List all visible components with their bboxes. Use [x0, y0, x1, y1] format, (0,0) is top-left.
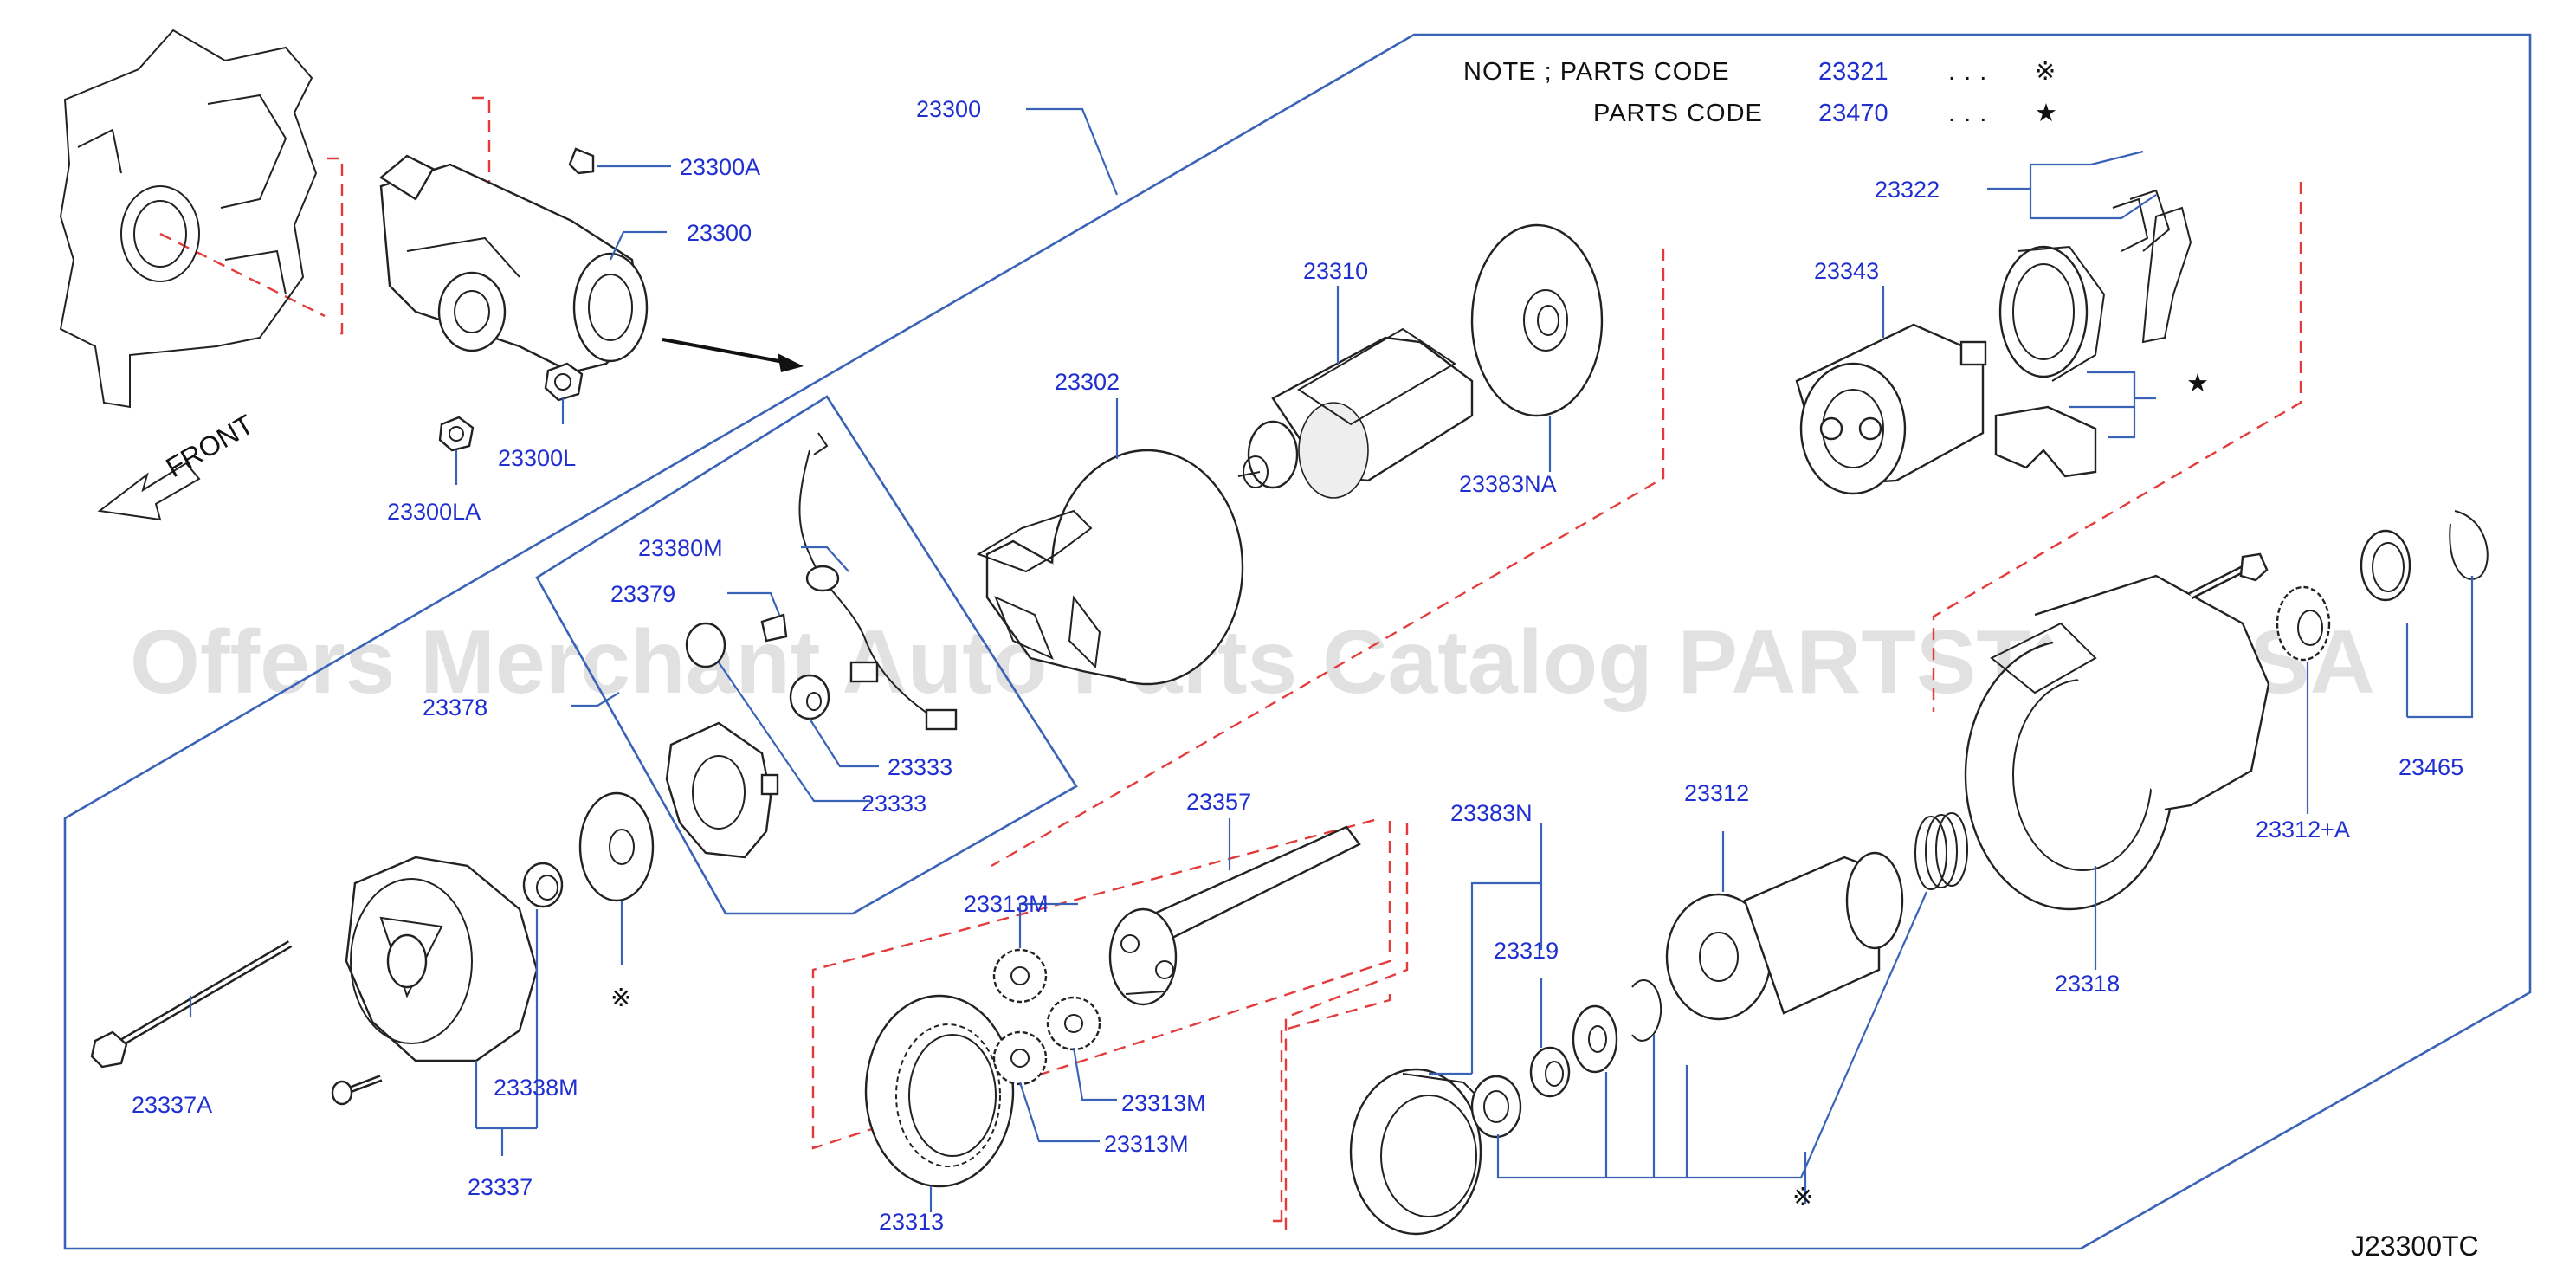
brush-holder-frame: [535, 395, 1078, 915]
rubber-block: [1994, 405, 2097, 478]
yoke-23302: [976, 449, 1244, 686]
label-23302[interactable]: 23302: [1055, 369, 1120, 395]
label-23313[interactable]: 23313: [879, 1209, 944, 1235]
lever-dash-frame: [1273, 1030, 1283, 1223]
label-23465[interactable]: 23465: [2398, 754, 2463, 780]
brush-springs-23333: [685, 622, 830, 720]
label-23313M-c[interactable]: 23313M: [1104, 1131, 1189, 1157]
label-23333-b[interactable]: 23333: [862, 791, 926, 817]
label-23357[interactable]: 23357: [1186, 789, 1251, 815]
planet-gear-mid: [1046, 996, 1101, 1051]
solenoid-23343: [1795, 323, 1987, 495]
brush-holder-plate: [665, 721, 779, 859]
label-23300A[interactable]: 23300A: [680, 154, 760, 180]
note-line1-code: 23321: [1818, 58, 1888, 86]
label-23300-mid[interactable]: 23300: [687, 220, 752, 246]
planet-gear-bottom: [992, 1030, 1048, 1086]
brush-spring-23379: [760, 613, 788, 642]
label-23337[interactable]: 23337: [468, 1174, 533, 1200]
label-23318[interactable]: 23318: [2055, 971, 2120, 997]
label-23313M-a[interactable]: 23313M: [964, 891, 1049, 917]
gear-dash-frame: [811, 817, 1391, 1150]
label-23312[interactable]: 23312: [1684, 780, 1749, 806]
bearing-23383N: [1349, 1068, 1490, 1236]
planet-gear-top: [992, 948, 1048, 1004]
nut-23300LA: [438, 416, 475, 452]
label-23300LA[interactable]: 23300LA: [387, 499, 481, 525]
install-direction-arrow: [662, 338, 784, 364]
solenoid-dash-frame: [1932, 182, 2302, 712]
thrust-washer-23319: [1572, 1004, 1618, 1074]
label-23378[interactable]: 23378: [423, 694, 487, 720]
star-mark-icon: ★: [2186, 370, 2210, 397]
note-line2-dots: . . .: [1948, 100, 1987, 127]
internal-gear-23313: [864, 994, 1015, 1188]
bushing-23338M: [522, 862, 564, 908]
label-23338M[interactable]: 23338M: [494, 1075, 578, 1101]
label-23337A[interactable]: 23337A: [132, 1092, 212, 1118]
bolt-23300A: [518, 123, 595, 175]
armature-dash-frame: [991, 249, 1665, 868]
washer-23383NA: [1470, 223, 1604, 417]
note-line1-prefix: NOTE ; PARTS CODE: [1463, 58, 1730, 86]
label-23322[interactable]: 23322: [1875, 177, 1940, 203]
brush-lead-wire: [798, 432, 958, 731]
engine-dash-a: [327, 157, 344, 335]
engine-dash-c: [159, 232, 326, 318]
plunger-boot: [1998, 245, 2106, 382]
star-code-icon: ★: [2035, 100, 2058, 127]
label-23312A[interactable]: 23312+A: [2256, 817, 2350, 843]
exploded-view-frame: [63, 33, 2532, 1250]
armature-23310: [1237, 327, 1474, 499]
label-23333-a[interactable]: 23333: [888, 754, 952, 780]
leader-lines: [189, 107, 2474, 1212]
diagram-code: J23300TC: [2351, 1230, 2479, 1262]
engine-block-outline: [59, 29, 318, 409]
spring-coil: [1914, 812, 1968, 890]
housing-bolt: [2188, 552, 2269, 600]
lever-clip-23322: [2112, 189, 2192, 344]
pinion-shaft-23357: [1108, 825, 1361, 1006]
collar-23319: [1529, 1046, 1571, 1098]
nut-23300L: [544, 362, 584, 402]
label-23383N[interactable]: 23383N: [1450, 800, 1533, 826]
asterisk-mark-icon: ※: [1792, 1184, 1814, 1211]
stop-collar-23465: [2360, 529, 2411, 602]
clutch-23312: [1665, 851, 1904, 1021]
label-23310[interactable]: 23310: [1303, 258, 1368, 284]
label-23313M-b[interactable]: 23313M: [1121, 1090, 1206, 1116]
rear-cover-23337: [345, 856, 539, 1062]
drive-dash-frame: [1284, 823, 1409, 1230]
asterisk-code-icon: ※: [2035, 58, 2056, 86]
washer-23319: [1470, 1075, 1522, 1139]
installed-starter-motor: [378, 154, 649, 374]
screw-23337: [331, 1075, 383, 1106]
thrust-washer-23321: [578, 791, 655, 902]
note-line2-prefix: PARTS CODE: [1593, 100, 1763, 127]
snap-ring: [1631, 978, 1662, 1042]
front-label: FRONT: [161, 409, 259, 483]
label-23380M[interactable]: 23380M: [638, 535, 723, 561]
label-23300-top[interactable]: 23300: [916, 96, 981, 122]
install-arrow-head: [778, 353, 804, 372]
label-23319[interactable]: 23319: [1494, 938, 1559, 964]
retaining-ring-23465: [2449, 510, 2489, 580]
gear-housing-23318: [1964, 574, 2270, 911]
label-23343[interactable]: 23343: [1814, 258, 1879, 284]
label-23383NA[interactable]: 23383NA: [1459, 471, 1557, 497]
asterisk-mark-icon: ※: [610, 985, 632, 1012]
note-line2-code: 23470: [1818, 100, 1888, 127]
front-direction-indicator: [97, 462, 201, 521]
pinion-23312A: [2276, 585, 2331, 662]
label-23379[interactable]: 23379: [610, 581, 675, 607]
note-line1-dots: . . .: [1948, 58, 1987, 86]
engine-dash-b: [472, 96, 491, 245]
through-bolt-23337A: [90, 940, 293, 1069]
clutch-dash-frame: [1281, 994, 1391, 1032]
label-23300L[interactable]: 23300L: [498, 445, 576, 471]
